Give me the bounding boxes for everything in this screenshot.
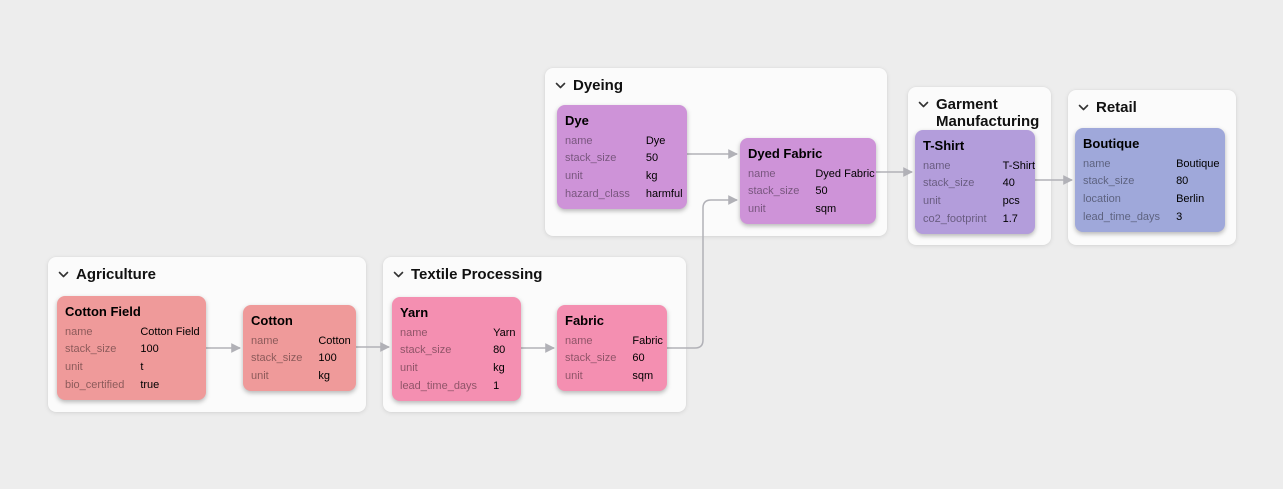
attr-value-unit: pcs bbox=[1002, 194, 1020, 207]
attr-key-stack_size: stack_size bbox=[251, 352, 303, 365]
chevron-down-icon[interactable] bbox=[393, 271, 404, 278]
group-header: Garment Manufacturing bbox=[908, 87, 1051, 131]
attr-key-stack_size: stack_size bbox=[565, 352, 617, 365]
group-header: Agriculture bbox=[48, 257, 366, 283]
attr-value-location: Berlin bbox=[1176, 192, 1205, 205]
edge-fabric-to-dyed-fabric[interactable] bbox=[667, 195, 738, 349]
attr-value-name: Cotton Field bbox=[140, 325, 200, 338]
attr-value-stack_size: 50 bbox=[645, 152, 659, 165]
attr-value-unit: kg bbox=[493, 361, 505, 374]
node-attributes: name Fabric stack_size 60 unit sqm bbox=[565, 334, 663, 384]
attr-value-name: Dyed Fabric bbox=[815, 167, 875, 180]
group-header: Textile Processing bbox=[383, 257, 686, 283]
attr-key-name: name bbox=[565, 334, 593, 347]
attr-key-lead_time_days: lead_time_days bbox=[1083, 210, 1161, 223]
attr-key-unit: unit bbox=[565, 169, 583, 182]
group-title: Dyeing bbox=[573, 77, 624, 94]
attr-value-stack_size: 100 bbox=[318, 352, 337, 365]
attr-key-co2_footprint: co2_footprint bbox=[923, 212, 987, 225]
node-attributes: name Dyed Fabric stack_size 50 unit sqm bbox=[748, 167, 875, 217]
chevron-down-icon[interactable] bbox=[555, 82, 566, 89]
node-cotton[interactable]: Cotton name Cotton stack_size 100 unit kg bbox=[243, 305, 356, 392]
attr-value-stack_size: 80 bbox=[493, 344, 506, 357]
attr-key-stack_size: stack_size bbox=[748, 185, 800, 198]
attr-value-hazard_class: harmful bbox=[645, 187, 683, 200]
node-title: Boutique bbox=[1083, 136, 1140, 151]
attr-value-unit: sqm bbox=[632, 369, 654, 382]
node-title: Cotton Field bbox=[65, 304, 141, 319]
node-attributes: name T-Shirt stack_size 40 unit pcs co2_footpr… bbox=[923, 159, 1035, 226]
attr-value-co2_footprint: 1.7 bbox=[1002, 212, 1018, 225]
node-attributes: name Yarn stack_size 80 unit kg lead_time_days… bbox=[400, 326, 516, 393]
attr-key-stack_size: stack_size bbox=[565, 152, 617, 165]
attr-key-lead_time_days: lead_time_days bbox=[400, 379, 478, 392]
attr-value-name: Dye bbox=[645, 134, 666, 147]
chevron-down-icon[interactable] bbox=[918, 101, 929, 108]
attr-value-stack_size: 40 bbox=[1002, 177, 1015, 190]
attr-value-stack_size: 100 bbox=[140, 343, 159, 356]
node-yarn[interactable]: Yarn name Yarn stack_size 80 unit kg lead_time_… bbox=[392, 297, 521, 401]
node-boutique[interactable]: Boutique name Boutique stack_size 80 location… bbox=[1075, 128, 1225, 232]
node-attributes: name Boutique stack_size 80 location Berlin le… bbox=[1083, 157, 1220, 224]
attr-key-name: name bbox=[400, 326, 428, 339]
node-title: T-Shirt bbox=[923, 138, 965, 153]
attr-key-stack_size: stack_size bbox=[65, 343, 117, 356]
node-fabric[interactable]: Fabric name Fabric stack_size 60 unit sqm bbox=[557, 305, 667, 392]
attr-key-unit: unit bbox=[565, 369, 583, 382]
attr-value-unit: kg bbox=[318, 369, 330, 382]
attr-value-stack_size: 50 bbox=[815, 185, 828, 198]
group-title: Textile Processing bbox=[411, 266, 543, 283]
attr-value-stack_size: 60 bbox=[632, 352, 645, 365]
node-attributes: name Cotton stack_size 100 unit kg bbox=[251, 334, 351, 384]
attr-key-name: name bbox=[251, 334, 279, 347]
attr-key-location: location bbox=[1083, 192, 1121, 205]
group-title: Retail bbox=[1096, 99, 1137, 116]
attr-value-stack_size: 80 bbox=[1176, 175, 1189, 188]
attr-key-unit: unit bbox=[65, 360, 83, 373]
attr-value-unit: t bbox=[140, 360, 144, 373]
group-title: Garment Manufacturing bbox=[936, 96, 1040, 131]
attr-key-unit: unit bbox=[251, 369, 269, 382]
attr-value-unit: sqm bbox=[815, 202, 837, 215]
node-title: Fabric bbox=[565, 313, 605, 328]
chevron-down-icon[interactable] bbox=[1078, 104, 1089, 111]
attr-value-lead_time_days: 3 bbox=[1176, 210, 1183, 223]
node-attributes: name Dye stack_size 50 unit kg hazard_class har… bbox=[565, 134, 683, 201]
attr-key-name: name bbox=[923, 159, 951, 172]
node-cotton-field[interactable]: Cotton Field name Cotton Field stack_size 10… bbox=[57, 296, 206, 400]
attr-key-unit: unit bbox=[923, 194, 941, 207]
attr-key-bio_certified: bio_certified bbox=[65, 378, 125, 391]
attr-key-name: name bbox=[565, 134, 593, 147]
attr-value-unit: kg bbox=[645, 169, 658, 182]
attr-key-stack_size: stack_size bbox=[1083, 175, 1135, 188]
attr-key-name: name bbox=[1083, 157, 1111, 170]
attr-key-stack_size: stack_size bbox=[923, 177, 975, 190]
attr-value-bio_certified: true bbox=[140, 378, 160, 391]
group-header: Retail bbox=[1068, 90, 1236, 116]
node-attributes: name Cotton Field stack_size 100 unit t bio_ce… bbox=[65, 325, 200, 392]
attr-key-unit: unit bbox=[748, 202, 766, 215]
attr-key-name: name bbox=[748, 167, 776, 180]
chevron-down-icon[interactable] bbox=[58, 271, 69, 278]
attr-key-name: name bbox=[65, 325, 93, 338]
node-dye[interactable]: Dye name Dye stack_size 50 unit kg hazard_class… bbox=[557, 105, 687, 209]
attr-value-name: Fabric bbox=[632, 334, 663, 347]
node-title: Yarn bbox=[400, 305, 429, 320]
node-t-shirt[interactable]: T-Shirt name T-Shirt stack_size 40 unit pcs co2… bbox=[915, 130, 1035, 234]
node-title: Cotton bbox=[251, 313, 293, 328]
attr-value-name: Boutique bbox=[1176, 157, 1220, 170]
attr-key-stack_size: stack_size bbox=[400, 344, 452, 357]
group-header: Dyeing bbox=[545, 68, 887, 94]
attr-value-name: Cotton bbox=[318, 334, 351, 347]
node-title: Dye bbox=[565, 113, 589, 128]
attr-value-lead_time_days: 1 bbox=[493, 379, 500, 392]
attr-key-hazard_class: hazard_class bbox=[565, 187, 630, 200]
attr-value-name: T-Shirt bbox=[1002, 159, 1036, 172]
node-title: Dyed Fabric bbox=[748, 146, 823, 161]
group-title: Agriculture bbox=[76, 266, 157, 283]
node-dyed-fabric[interactable]: Dyed Fabric name Dyed Fabric stack_size 50 un… bbox=[740, 138, 876, 225]
attr-key-unit: unit bbox=[400, 361, 418, 374]
attr-value-name: Yarn bbox=[493, 326, 516, 339]
